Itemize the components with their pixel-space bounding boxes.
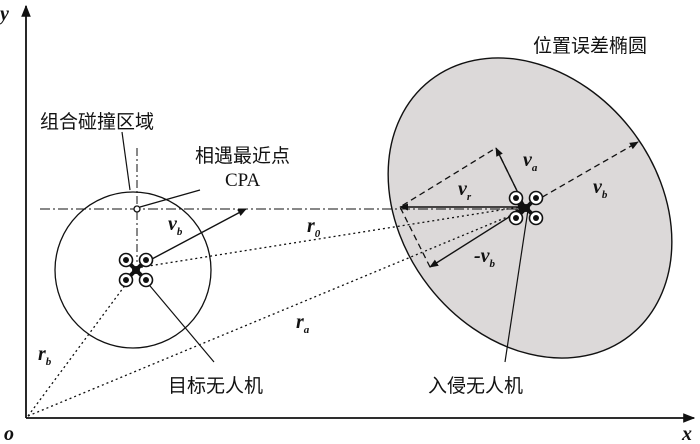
va-label: va [523, 149, 538, 174]
cpa-point [133, 205, 141, 213]
cpa-leader [139, 189, 201, 208]
r0-label: r0 [307, 215, 321, 240]
target-uav-leader [139, 273, 215, 363]
combined-collision-circle [54, 191, 212, 349]
vb-intruder-label: vb [593, 176, 608, 201]
position-error-ellipse [387, 57, 673, 359]
rb-label: rb [38, 343, 52, 368]
r0-vector [135, 203, 527, 269]
vb-target-label: vb [168, 213, 183, 238]
ellipse-label: 位置误差椭圆 [533, 35, 647, 57]
vb-dashed-vector [524, 141, 639, 208]
cpa-label-cn: 相遇最近点 [195, 145, 290, 167]
target-uav-icon [117, 251, 155, 289]
vr-label: vr [458, 178, 472, 203]
origin-label: o [4, 423, 14, 444]
x-axis-label: x [681, 423, 692, 444]
ra-label: ra [296, 311, 310, 336]
target-uav-label: 目标无人机 [168, 375, 263, 397]
combined-zone-leader [121, 131, 131, 191]
combined-zone-label: 组合碰撞区域 [40, 111, 154, 133]
vb-target-vector [134, 208, 247, 269]
neg-vb-label: -vb [474, 245, 496, 270]
rb-vector [27, 275, 133, 417]
intruder-uav-label: 入侵无人机 [428, 375, 523, 397]
cpa-label-en: CPA [225, 170, 260, 191]
y-axis-label: y [0, 3, 9, 25]
intruder-uav-leader [504, 209, 529, 363]
